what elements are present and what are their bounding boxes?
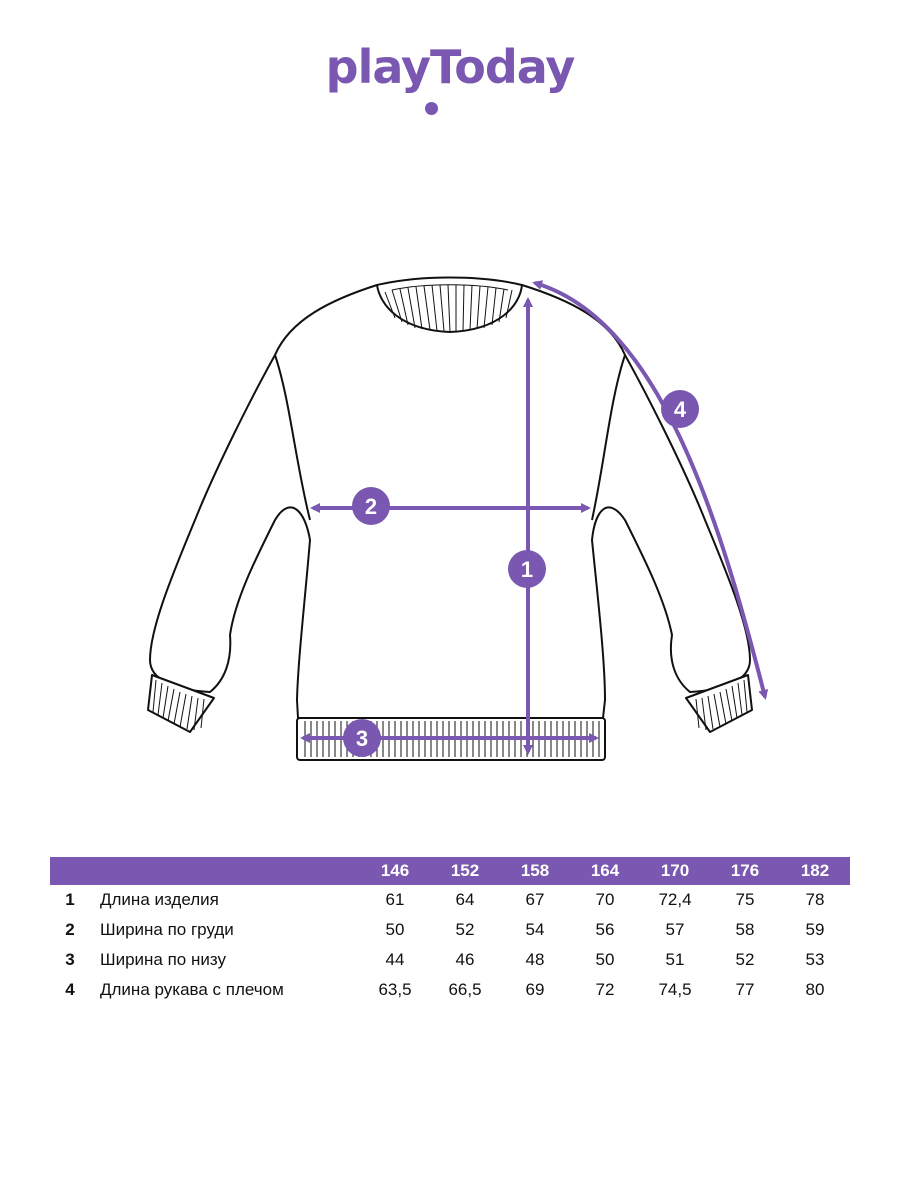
cell-value: 67 xyxy=(525,890,545,909)
cell-value: 63,5 xyxy=(378,980,412,999)
cell-value: 51 xyxy=(665,950,685,969)
cell-value: 52 xyxy=(455,920,475,939)
cell-value: 59 xyxy=(805,920,825,939)
size-header: 158 xyxy=(520,861,550,880)
row-number: 4 xyxy=(65,980,75,999)
svg-text:4: 4 xyxy=(674,397,687,422)
marker-2: 2 xyxy=(352,487,390,525)
cell-value: 54 xyxy=(525,920,545,939)
size-header: 182 xyxy=(800,861,830,880)
sweater-outline xyxy=(147,276,753,761)
sweater-measurement-diagram: 1 2 3 4 xyxy=(147,276,769,761)
table-row: 3 Ширина по низу 44 46 48 50 51 52 53 xyxy=(50,945,850,975)
row-number: 2 xyxy=(65,920,75,939)
size-header: 170 xyxy=(660,861,690,880)
cell-value: 80 xyxy=(805,980,825,999)
marker-3: 3 xyxy=(343,719,381,757)
size-header: 164 xyxy=(590,861,620,880)
logo-text: playToday xyxy=(325,40,576,115)
cell-value: 70 xyxy=(595,890,615,909)
cell-value: 64 xyxy=(455,890,475,909)
cell-value: 69 xyxy=(525,980,545,999)
row-number: 3 xyxy=(65,950,75,969)
marker-1: 1 xyxy=(508,550,546,588)
row-label: Длина рукава с плечом xyxy=(100,980,284,999)
table-row: 4 Длина рукава с плечом 63,5 66,5 69 72 … xyxy=(50,975,850,1005)
row-number: 1 xyxy=(65,890,75,909)
table-row: 2 Ширина по груди 50 52 54 56 57 58 59 xyxy=(50,915,850,945)
cell-value: 50 xyxy=(385,920,405,939)
size-table: 146 152 158 164 170 176 182 1 Длина изде… xyxy=(50,857,850,1005)
logo-wordmark: playToday xyxy=(325,40,576,94)
cell-value: 44 xyxy=(385,950,405,969)
cell-value: 46 xyxy=(455,950,475,969)
svg-text:1: 1 xyxy=(521,557,533,582)
cell-value: 56 xyxy=(595,920,615,939)
table-row: 1 Длина изделия 61 64 67 70 72,4 75 78 xyxy=(50,885,850,915)
row-label: Ширина по низу xyxy=(100,950,226,969)
svg-text:3: 3 xyxy=(356,726,368,751)
header-blank xyxy=(90,857,360,885)
cell-value: 78 xyxy=(805,890,825,909)
size-header: 146 xyxy=(380,861,410,880)
row-label: Ширина по груди xyxy=(100,920,234,939)
cell-value: 52 xyxy=(735,950,755,969)
cell-value: 72,4 xyxy=(658,890,692,909)
cell-value: 61 xyxy=(385,890,405,909)
brand-logo: playToday xyxy=(0,40,900,115)
size-header: 176 xyxy=(730,861,760,880)
cell-value: 72 xyxy=(595,980,615,999)
cell-value: 53 xyxy=(805,950,825,969)
cell-value: 58 xyxy=(735,920,755,939)
cell-value: 48 xyxy=(525,950,545,969)
size-header: 152 xyxy=(450,861,480,880)
cell-value: 50 xyxy=(595,950,615,969)
cell-value: 57 xyxy=(665,920,685,939)
cell-value: 66,5 xyxy=(448,980,482,999)
header-blank xyxy=(50,857,90,885)
cell-value: 74,5 xyxy=(658,980,692,999)
logo-dot-icon xyxy=(424,102,438,115)
svg-text:2: 2 xyxy=(365,494,377,519)
row-label: Длина изделия xyxy=(100,890,219,909)
cell-value: 77 xyxy=(735,980,755,999)
cell-value: 75 xyxy=(735,890,755,909)
size-header-row: 146 152 158 164 170 176 182 xyxy=(50,857,850,885)
marker-4: 4 xyxy=(661,390,699,428)
